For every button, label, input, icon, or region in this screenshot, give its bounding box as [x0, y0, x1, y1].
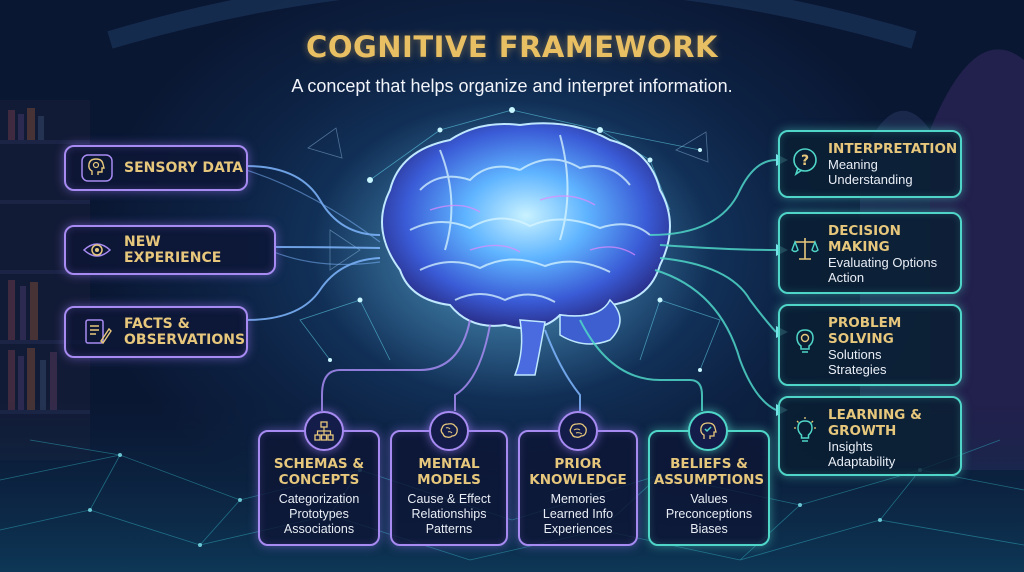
component-connectors — [321, 319, 703, 411]
component-items: Cause & Effect Relationships Patterns — [407, 492, 491, 536]
scales-icon — [790, 234, 820, 264]
input-sensory-data: SENSORY DATA — [64, 145, 248, 191]
input-label: SENSORY DATA — [124, 160, 244, 176]
output-subtitle: Evaluating Options Action — [828, 255, 938, 285]
document-pen-icon — [80, 317, 114, 347]
component-items: Categorization Prototypes Associations — [278, 492, 360, 536]
input-label: FACTS & OBSERVATIONS — [124, 316, 246, 348]
output-subtitle: Solutions Strategies — [828, 347, 887, 377]
component-title: MENTAL MODELS — [417, 456, 481, 488]
input-facts-observations: FACTS & OBSERVATIONS — [64, 306, 248, 358]
sensory-head-icon — [80, 153, 114, 183]
output-title: LEARNING & GROWTH — [828, 407, 922, 439]
component-title: SCHEMAS & CONCEPTS — [273, 456, 365, 488]
eye-icon — [80, 235, 114, 265]
hierarchy-icon — [304, 411, 344, 451]
output-title: INTERPRETATION — [828, 141, 958, 157]
brain-illustration — [381, 122, 671, 376]
svg-text:?: ? — [801, 153, 809, 169]
output-learning-growth: LEARNING & GROWTH Insights Adaptability — [778, 396, 962, 476]
component-title: BELIEFS & ASSUMPTIONS — [653, 456, 765, 488]
input-label: NEW EXPERIENCE — [124, 234, 222, 266]
component-items: Memories Learned Info Experiences — [542, 492, 614, 536]
brain-small-icon — [558, 411, 598, 451]
output-subtitle: Insights Adaptability — [828, 439, 896, 469]
component-title: PRIOR KNOWLEDGE — [529, 456, 627, 488]
lightbulb-gear-icon — [790, 326, 820, 356]
output-decision-making: DECISION MAKING Evaluating Options Actio… — [778, 212, 962, 294]
question-bubble-icon: ? — [790, 146, 820, 176]
head-check-icon — [688, 411, 728, 451]
output-title: DECISION MAKING — [828, 223, 901, 255]
output-subtitle: Meaning Understanding — [828, 157, 913, 187]
page-subtitle: A concept that helps organize and interp… — [291, 76, 733, 96]
component-items: Values Preconceptions Biases — [665, 492, 753, 536]
lightbulb-icon — [790, 416, 820, 446]
output-problem-solving: PROBLEM SOLVING Solutions Strategies — [778, 304, 962, 386]
brain-small-icon — [429, 411, 469, 451]
output-interpretation: ? INTERPRETATION Meaning Understanding — [778, 130, 962, 198]
page-title: COGNITIVE FRAMEWORK — [306, 30, 718, 64]
input-new-experience: NEW EXPERIENCE — [64, 225, 276, 275]
input-connectors — [245, 165, 381, 321]
output-title: PROBLEM SOLVING — [828, 315, 902, 347]
output-connectors — [649, 159, 777, 411]
